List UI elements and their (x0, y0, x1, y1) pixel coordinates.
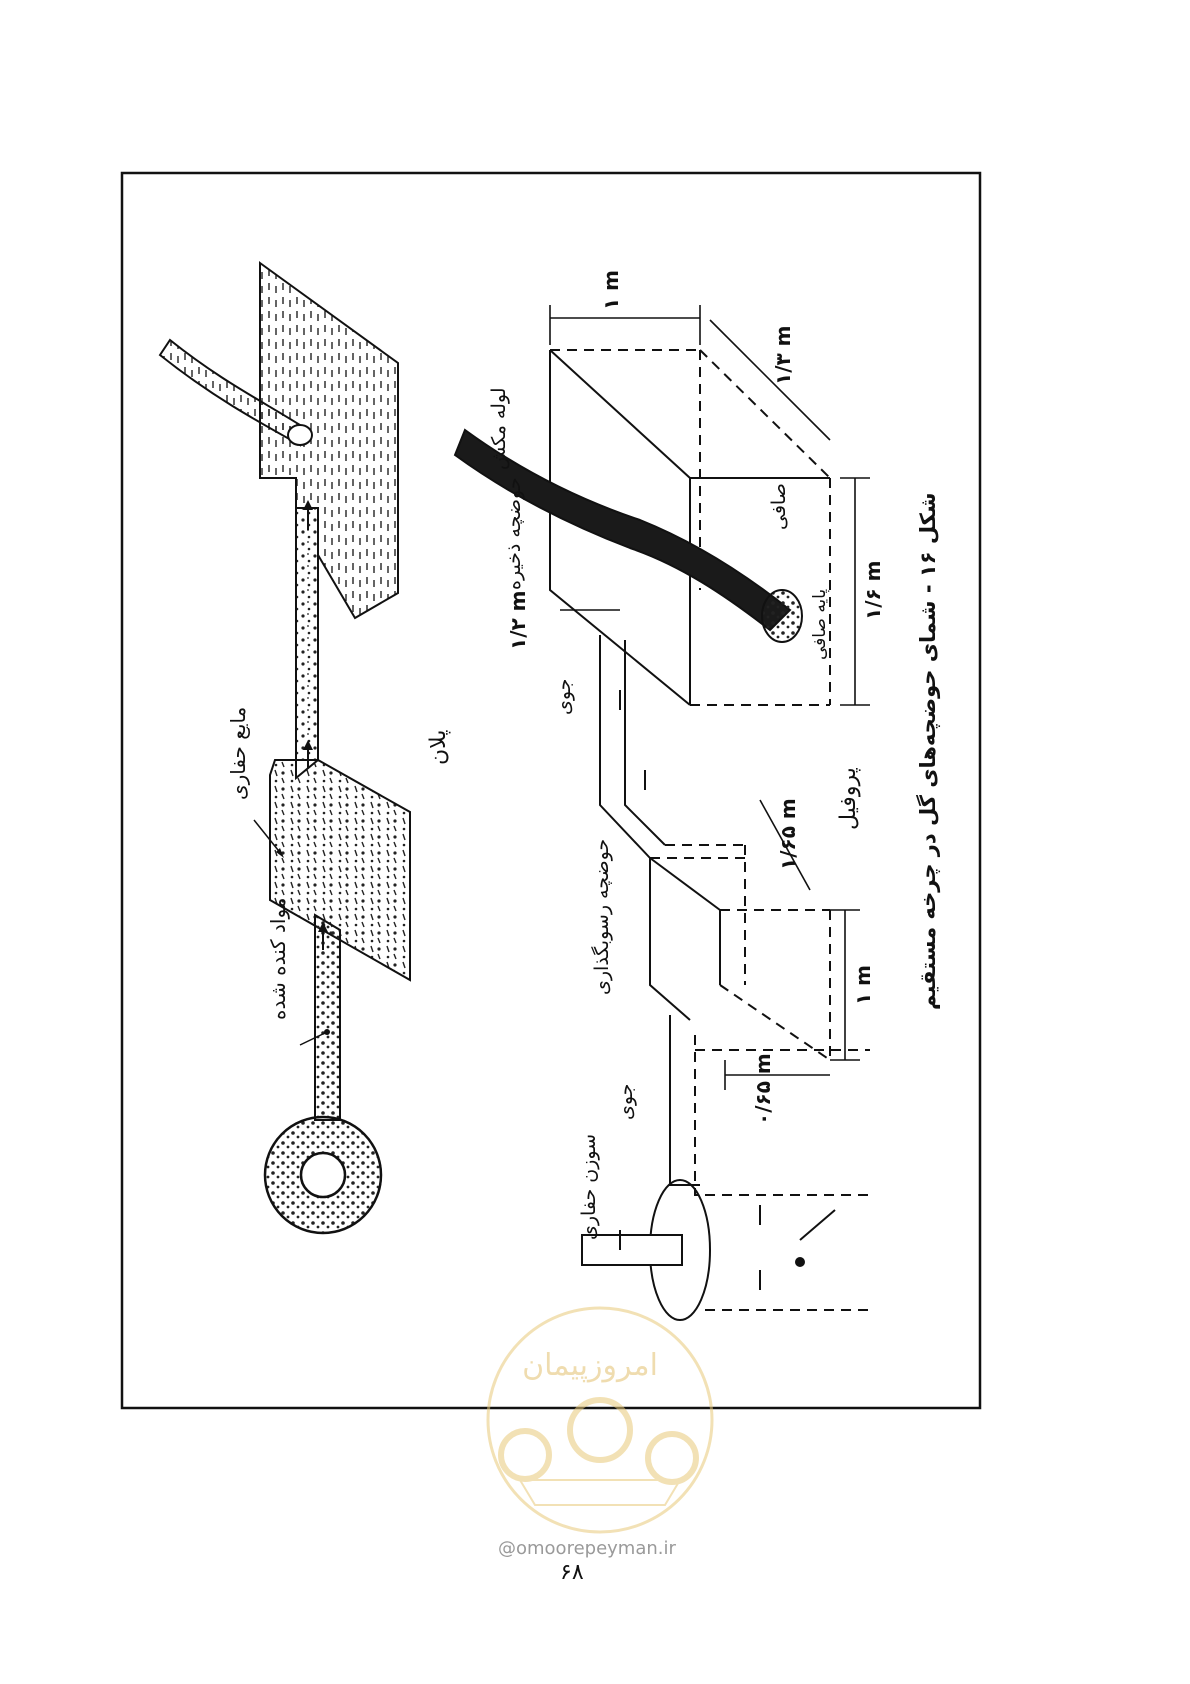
label-strainer: صافی (768, 483, 790, 530)
plan-cuttings-channel (314, 913, 341, 1121)
label-channel-bottom: جوی (615, 1084, 637, 1120)
label-storage-pit: حوضچه ذخیره (503, 477, 525, 590)
plan-labels: مایع حفاری مواد کنده شده پلان (226, 707, 451, 1020)
label-plan: پلان (426, 730, 451, 765)
dim-1-2m: ۱/۲ m (506, 590, 530, 650)
dim-1-6m: ۱/۶ m (861, 560, 885, 620)
label-cuttings: مواد کنده شده (266, 898, 290, 1021)
plan-view (158, 261, 411, 1235)
label-suction-pipe: لوله مکش (488, 387, 510, 470)
label-drill-bit: سوزن حفاری (578, 1134, 600, 1240)
page-number: ۶۸ (560, 1560, 584, 1585)
plan-channel (295, 507, 319, 761)
dim-0-65m: ۰/۶۵ m (751, 1053, 775, 1125)
label-strainer-leg: پایه صافی (810, 589, 830, 660)
dimension-lines (549, 305, 870, 1090)
figure-caption: شکل ۱۶ - شمای حوضچه‌های گل در چرخه مستقی… (915, 493, 940, 1010)
plan-suction-pipe (158, 338, 301, 447)
watermark-site: @omoorepeyman.ir (498, 1538, 676, 1559)
profile-labels: لوله مکش حوضچه ذخیره صافی پایه صافی جوی … (488, 387, 861, 1240)
label-drilling-fluid: مایع حفاری (226, 707, 250, 800)
label-channel-top: جوی (553, 679, 575, 715)
plan-drill-hole (299, 1151, 347, 1199)
dim-1m-mid: ۱ m (851, 965, 875, 1005)
dim-1-65m: ۱/۶۵ m (776, 798, 800, 870)
label-settling-pit: حوضچه رسوبگذاری (590, 839, 613, 995)
plan-storage-pit (259, 261, 399, 620)
svg-text:امروزپیمان: امروزپیمان (522, 1348, 658, 1383)
strainer-end (761, 589, 803, 643)
label-profile: پروفیل (836, 767, 861, 830)
watermark-logo: امروزپیمان (486, 1306, 714, 1534)
profile-view (549, 349, 870, 1321)
dim-1-3m: ۱/۳ m (771, 325, 795, 385)
plan-settling-pit (269, 758, 411, 982)
dimension-labels: ۱ m ۱/۳ m ۱/۶ m ۱/۲ m ۱/۶۵ m ۱ m ۰/۶۵ m (506, 270, 885, 1125)
figure-frame (120, 171, 982, 1410)
dim-1m-top: ۱ m (599, 270, 623, 310)
